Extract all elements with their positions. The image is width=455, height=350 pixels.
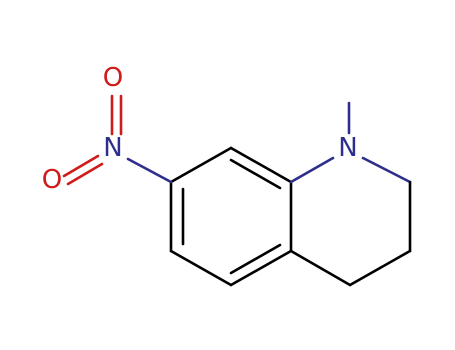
bond-c4-c4a bbox=[289, 249, 352, 287]
bond-nitro-n-o-left-2 bbox=[66, 162, 104, 186]
double-bond-c5-c4a bbox=[229, 243, 282, 275]
benzene-ring bbox=[169, 146, 293, 287]
bond-c3-c4 bbox=[348, 249, 412, 287]
bond-n1-c2 bbox=[361, 156, 412, 184]
double-bond-c8a-c8 bbox=[229, 158, 282, 190]
bond-c8-c7 bbox=[169, 146, 233, 184]
bond-c8a-n1 bbox=[289, 156, 335, 184]
saturated-ring bbox=[289, 156, 412, 287]
bond-c5-c4a bbox=[229, 249, 293, 287]
nitro-nitrogen-label: N bbox=[103, 133, 122, 163]
bond-c6-c5 bbox=[169, 249, 233, 287]
ring-nitrogen-label: N bbox=[338, 133, 357, 163]
bond-nitro-n-o-left bbox=[62, 154, 100, 178]
bond-c7-nitro-n bbox=[126, 157, 173, 184]
nitro-group bbox=[62, 94, 173, 186]
bond-c8a-c8 bbox=[229, 146, 293, 184]
nitro-oxygen-top-label: O bbox=[103, 63, 123, 93]
nitro-oxygen-left-label: O bbox=[42, 165, 62, 195]
